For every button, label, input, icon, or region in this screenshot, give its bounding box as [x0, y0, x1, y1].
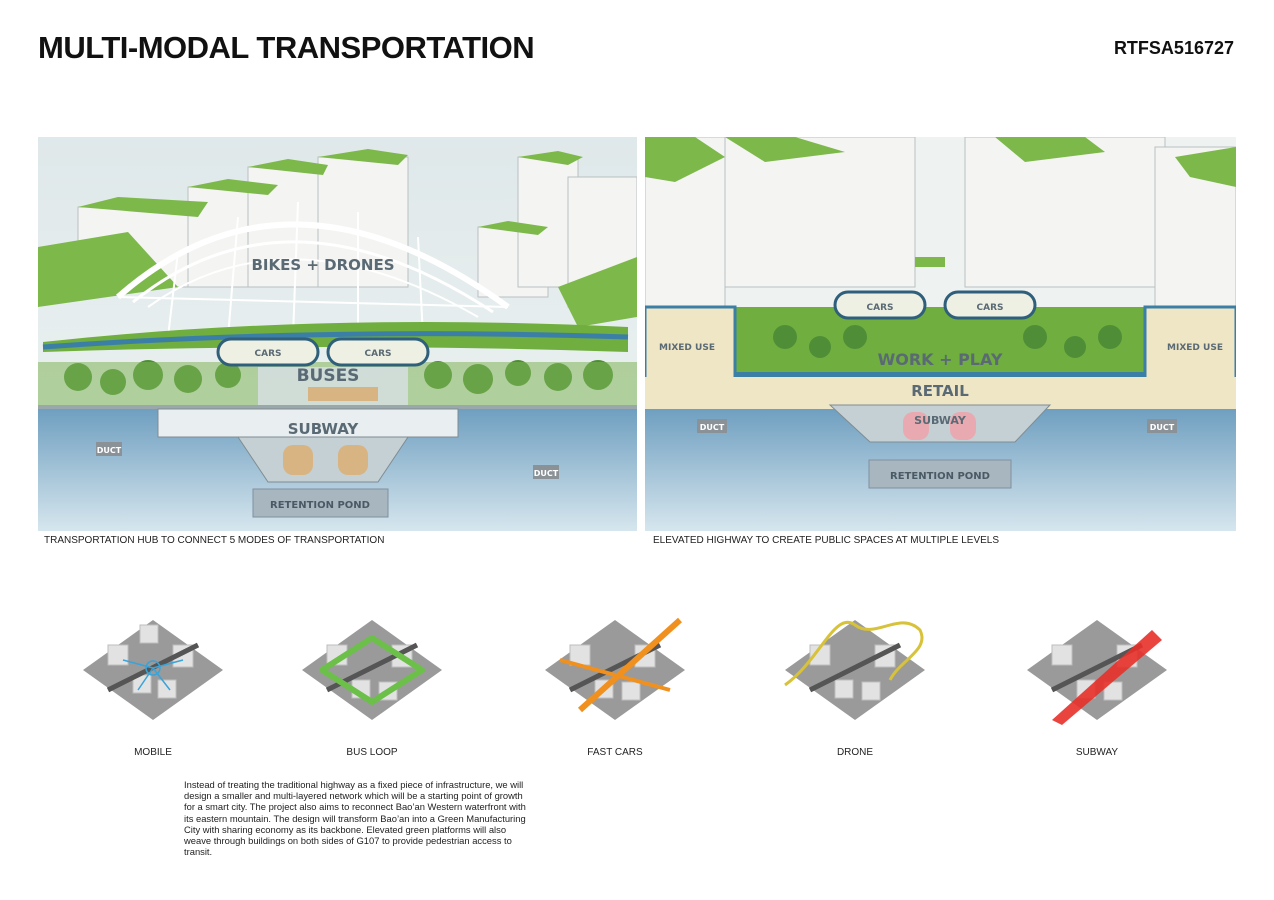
label-duct: DUCT	[534, 469, 559, 478]
transport-hub-section-image: BIKES + DRONES CARS CARS BUSES SUBWAY DU…	[38, 137, 637, 531]
caption-elevated-highway: ELEVATED HIGHWAY TO CREATE PUBLIC SPACES…	[653, 535, 1000, 546]
label-cars: CARS	[867, 303, 894, 313]
mode-label-mobile: MOBILE	[134, 747, 172, 758]
label-duct: DUCT	[97, 446, 122, 455]
label-mixed-use: MIXED USE	[659, 343, 715, 353]
mode-label-bus-loop: BUS LOOP	[346, 747, 398, 758]
label-retention-pond: RETENTION POND	[890, 471, 990, 482]
project-code: RTFSA516727	[1113, 38, 1234, 58]
label-bikes-drones: BIKES + DRONES	[251, 256, 394, 274]
mobile-mode-diagram	[78, 600, 228, 725]
mode-label-drone: DRONE	[836, 747, 874, 758]
description-paragraph: Instead of treating the traditional high…	[184, 779, 526, 858]
mode-label-subway: SUBWAY	[1075, 747, 1119, 758]
page-title: MULTI-MODAL TRANSPORTATION	[38, 30, 535, 65]
label-duct: DUCT	[700, 423, 725, 432]
bus-loop-mode-diagram	[297, 600, 447, 725]
label-cars: CARS	[365, 349, 392, 359]
subway-mode-diagram	[1022, 600, 1172, 725]
label-subway: SUBWAY	[288, 420, 360, 438]
mode-label-fast-cars: FAST CARS	[587, 747, 643, 758]
fast-cars-mode-diagram	[540, 600, 690, 725]
label-cars: CARS	[977, 303, 1004, 313]
label-work-play: WORK + PLAY	[878, 350, 1003, 369]
label-retail: RETAIL	[911, 382, 969, 400]
caption-transport-hub: TRANSPORTATION HUB TO CONNECT 5 MODES OF…	[44, 535, 385, 546]
elevated-highway-section-image: CARS CARS MIXED USE MIXED USE WORK + PLA…	[645, 137, 1236, 531]
label-duct: DUCT	[1150, 423, 1175, 432]
label-buses: BUSES	[297, 366, 360, 386]
drone-mode-diagram	[780, 600, 930, 725]
label-mixed-use: MIXED USE	[1167, 343, 1223, 353]
label-retention-pond: RETENTION POND	[270, 500, 370, 511]
label-subway: SUBWAY	[914, 414, 967, 427]
label-cars: CARS	[255, 349, 282, 359]
